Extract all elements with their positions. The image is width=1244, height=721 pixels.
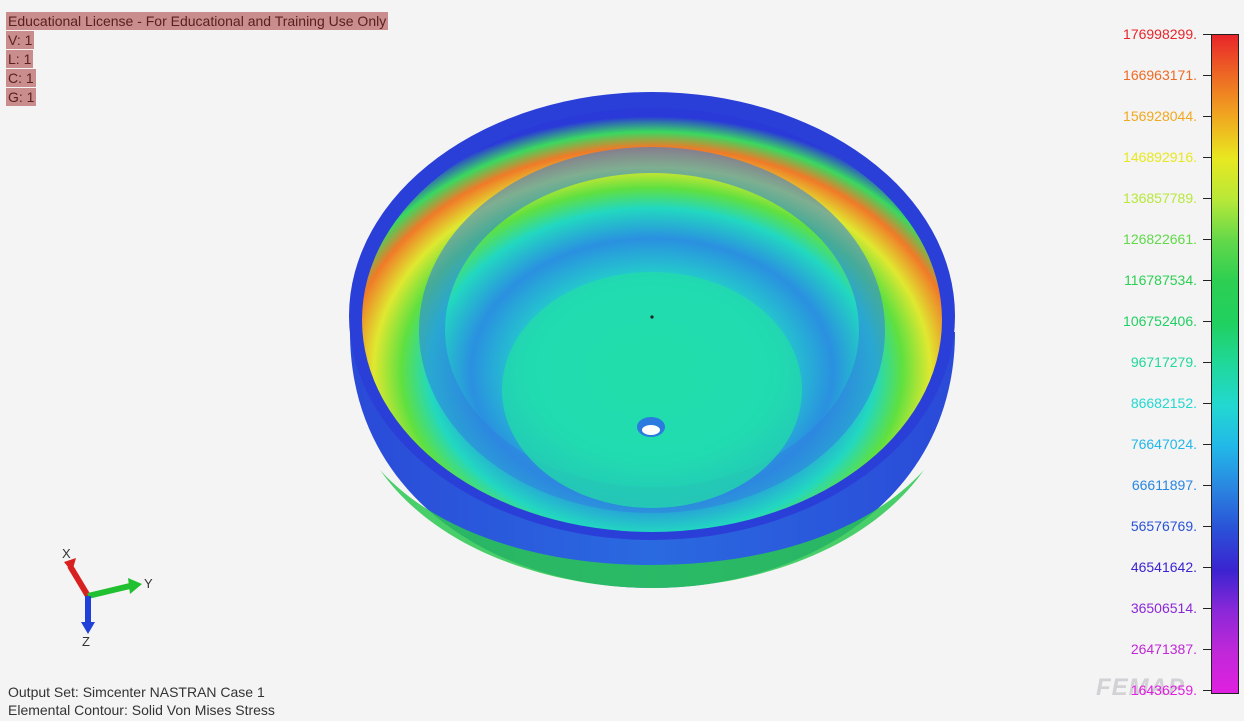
license-banner: Educational License - For Educational an… bbox=[6, 12, 389, 30]
legend-tick-15 bbox=[1203, 649, 1211, 650]
legend-tick-4 bbox=[1203, 198, 1211, 199]
bowl-floor bbox=[502, 272, 802, 508]
legend-tick-1 bbox=[1203, 75, 1211, 76]
legend-tick-0 bbox=[1203, 34, 1211, 35]
z-axis-label: Z bbox=[82, 634, 90, 649]
license-g-line: G: 1 bbox=[6, 88, 37, 106]
license-c-line: C: 1 bbox=[6, 69, 36, 87]
legend-value-2: 156928044. bbox=[1123, 108, 1197, 124]
legend-value-14: 36506514. bbox=[1130, 600, 1197, 616]
legend-tick-2 bbox=[1203, 116, 1211, 117]
legend-value-10: 76647024. bbox=[1130, 436, 1197, 452]
legend-value-12: 56576769. bbox=[1130, 518, 1197, 534]
legend-value-6: 116787534. bbox=[1124, 272, 1197, 288]
legend-tick-11 bbox=[1203, 485, 1211, 486]
axis-triad: X Y Z bbox=[62, 546, 153, 649]
legend-tick-8 bbox=[1203, 362, 1211, 363]
legend-tick-7 bbox=[1203, 321, 1211, 322]
legend-value-3: 146892916. bbox=[1123, 149, 1197, 165]
x-axis-arrow bbox=[67, 564, 91, 598]
legend-value-0: 176998299. bbox=[1123, 26, 1197, 42]
y-axis-arrow bbox=[87, 583, 131, 599]
legend-tick-6 bbox=[1203, 280, 1211, 281]
legend-tick-5 bbox=[1203, 239, 1211, 240]
bowl-base-band bbox=[380, 470, 924, 588]
legend-tick-9 bbox=[1203, 403, 1211, 404]
femap-watermark: FEMAP bbox=[1096, 674, 1185, 701]
legend-tick-14 bbox=[1203, 608, 1211, 609]
legend-value-1: 166963171. bbox=[1123, 67, 1197, 83]
legend-value-16: 16436259. bbox=[1130, 682, 1197, 698]
license-v-line: V: 1 bbox=[6, 31, 35, 49]
center-node bbox=[650, 315, 654, 319]
legend-value-13: 46541642. bbox=[1130, 559, 1197, 575]
legend-tick-16 bbox=[1203, 690, 1211, 691]
legend-tick-3 bbox=[1203, 157, 1211, 158]
legend-value-9: 86682152. bbox=[1130, 395, 1197, 411]
output-set-label: Output Set: Simcenter NASTRAN Case 1 bbox=[8, 684, 265, 700]
legend-tick-13 bbox=[1203, 567, 1211, 568]
contour-type-label: Elemental Contour: Solid Von Mises Stres… bbox=[8, 702, 275, 718]
contour-legend-bar bbox=[1211, 34, 1239, 694]
legend-value-7: 106752406. bbox=[1123, 313, 1197, 329]
legend-tick-10 bbox=[1203, 444, 1211, 445]
license-l-line: L: 1 bbox=[6, 50, 34, 68]
legend-value-15: 26471387. bbox=[1130, 641, 1197, 657]
legend-value-5: 126822661. bbox=[1123, 231, 1197, 247]
x-axis-label: X bbox=[62, 546, 71, 561]
legend-value-4: 136857789. bbox=[1123, 190, 1197, 206]
legend-value-11: 66611897. bbox=[1131, 477, 1197, 493]
legend-tick-12 bbox=[1203, 526, 1211, 527]
legend-value-8: 96717279. bbox=[1130, 354, 1197, 370]
y-axis-label: Y bbox=[144, 576, 153, 591]
